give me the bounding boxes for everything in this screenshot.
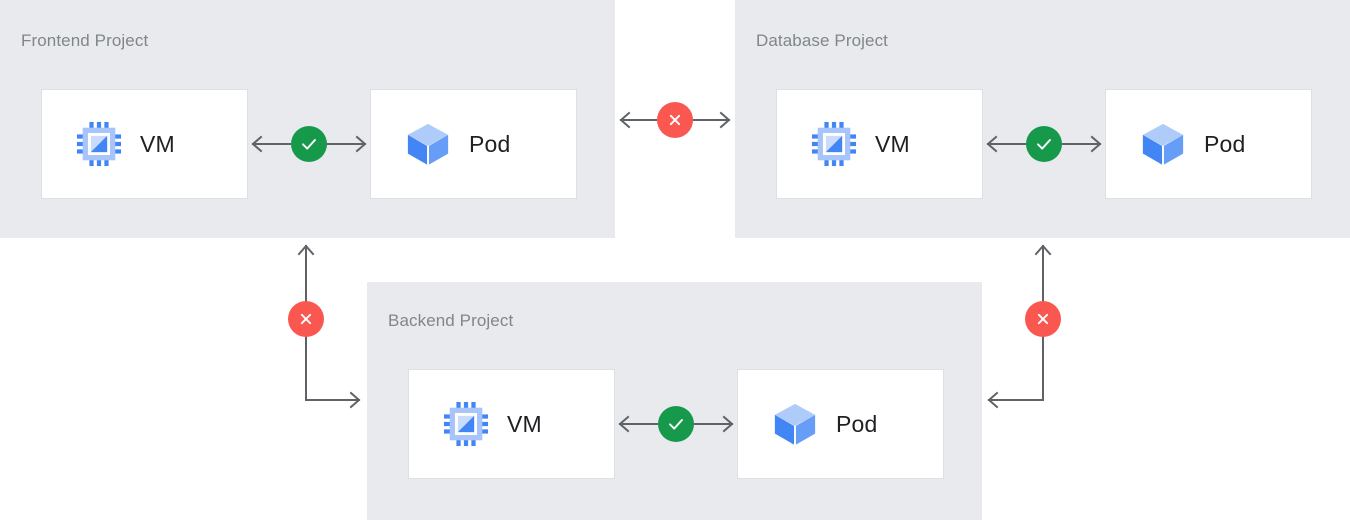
cube-icon bbox=[405, 121, 451, 167]
card-frontend-pod[interactable]: Pod bbox=[370, 89, 577, 199]
card-label-frontend-vm: VM bbox=[140, 131, 175, 157]
status-badge-database-backend[interactable] bbox=[1025, 301, 1061, 337]
check-icon bbox=[669, 419, 683, 430]
status-badge-frontend-internal[interactable] bbox=[291, 126, 327, 162]
check-icon bbox=[1037, 139, 1051, 150]
card-database-vm[interactable]: VM bbox=[776, 89, 983, 199]
card-label-backend-pod: Pod bbox=[836, 411, 878, 437]
status-badge-database-internal[interactable] bbox=[1026, 126, 1062, 162]
x-icon bbox=[300, 313, 312, 325]
panel-title-frontend: Frontend Project bbox=[21, 31, 149, 50]
x-icon bbox=[669, 114, 681, 126]
card-label-frontend-pod: Pod bbox=[469, 131, 511, 157]
card-database-pod[interactable]: Pod bbox=[1105, 89, 1312, 199]
status-badge-frontend-database[interactable] bbox=[657, 102, 693, 138]
panel-title-backend: Backend Project bbox=[388, 311, 514, 330]
cube-icon bbox=[772, 401, 818, 447]
cube-icon bbox=[1140, 121, 1186, 167]
status-badge-frontend-backend[interactable] bbox=[288, 301, 324, 337]
panel-title-database: Database Project bbox=[756, 31, 889, 50]
card-label-database-vm: VM bbox=[875, 131, 910, 157]
card-label-database-pod: Pod bbox=[1204, 131, 1246, 157]
status-badge-backend-internal[interactable] bbox=[658, 406, 694, 442]
cpu-chip-icon bbox=[811, 121, 857, 167]
card-backend-vm[interactable]: VM bbox=[408, 369, 615, 479]
check-icon bbox=[302, 139, 316, 150]
card-backend-pod[interactable]: Pod bbox=[737, 369, 944, 479]
card-label-backend-vm: VM bbox=[507, 411, 542, 437]
cpu-chip-icon bbox=[76, 121, 122, 167]
x-icon bbox=[1037, 313, 1049, 325]
card-frontend-vm[interactable]: VM bbox=[41, 89, 248, 199]
cpu-chip-icon bbox=[443, 401, 489, 447]
